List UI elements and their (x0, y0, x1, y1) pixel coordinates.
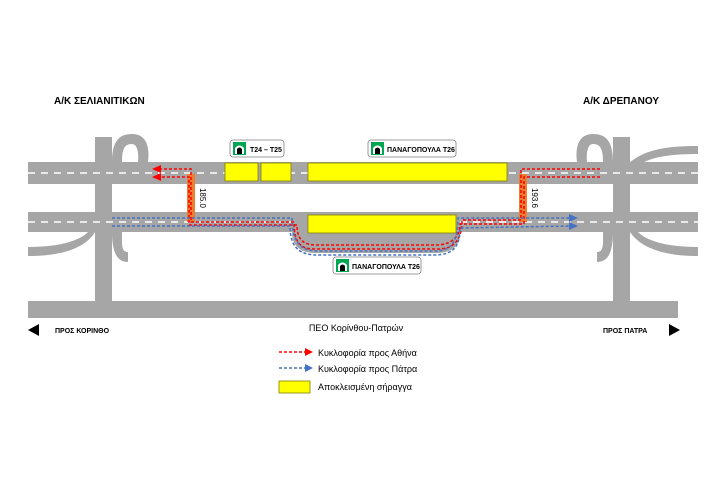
legend-closed-label: Αποκλεισμένη σήραγγα (318, 382, 412, 392)
closed-tunnels (224, 162, 508, 234)
chainage-right: 193.6 (530, 188, 539, 209)
sign-panagopoula-south-label: ΠΑΝΑΓΟΠΟΥΛΑ Τ26 (352, 264, 420, 271)
sign-t24-t25-label: Τ24 – Τ25 (250, 147, 282, 154)
tunnel-panagopoula-north (307, 162, 508, 182)
sign-t24-t25: Τ24 – Τ25 (229, 139, 285, 158)
route-athens (160, 168, 600, 250)
legend-athens-arrow-icon (305, 348, 313, 356)
route-patra-arrows (569, 214, 578, 230)
arrow-left-icon (28, 324, 39, 336)
legend-patra-label: Κυκλοφορία προς Πάτρα (318, 364, 417, 374)
legend-patra-arrow-icon (305, 364, 313, 372)
chainage-left: 185.0 (198, 188, 207, 209)
legend: Κυκλοφορία προς Αθήνα Κυκλοφορία προς Πά… (278, 348, 417, 394)
old-national-road (28, 301, 678, 318)
tunnel-t24 (224, 162, 259, 182)
old-road-label: ΠΕΟ Κορίνθου-Πατρών (309, 323, 404, 333)
legend-athens-label: Κυκλοφορία προς Αθήνα (318, 348, 417, 358)
crossover-right (519, 174, 527, 222)
direction-korinthos: ΠΡΟΣ ΚΟΡΙΝΘΟ (55, 328, 110, 335)
arrow-right-icon (669, 324, 680, 336)
route-patra (112, 217, 571, 256)
sign-panagopoula-north-label: ΠΑΝΑΓΟΠΟΥΛΑ Τ26 (387, 147, 455, 154)
tunnel-t25 (260, 162, 292, 182)
sign-panagopoula-north: ΠΑΝΑΓΟΠΟΥΛΑ Τ26 (367, 139, 457, 158)
direction-patra: ΠΡΟΣ ΠΑΤΡΑ (603, 328, 647, 335)
interchange-right-title: Α/Κ ΔΡΕΠΑΝΟΥ (583, 96, 659, 107)
interchange-left-title: Α/Κ ΣΕΛΙΑΝΙΤΙΚΩΝ (54, 96, 145, 107)
legend-closed-swatch (278, 380, 311, 394)
sign-panagopoula-south: ΠΑΝΑΓΟΠΟΥΛΑ Τ26 (332, 256, 422, 275)
route-athens-arrows (152, 165, 161, 181)
tunnel-panagopoula-south (307, 214, 457, 234)
